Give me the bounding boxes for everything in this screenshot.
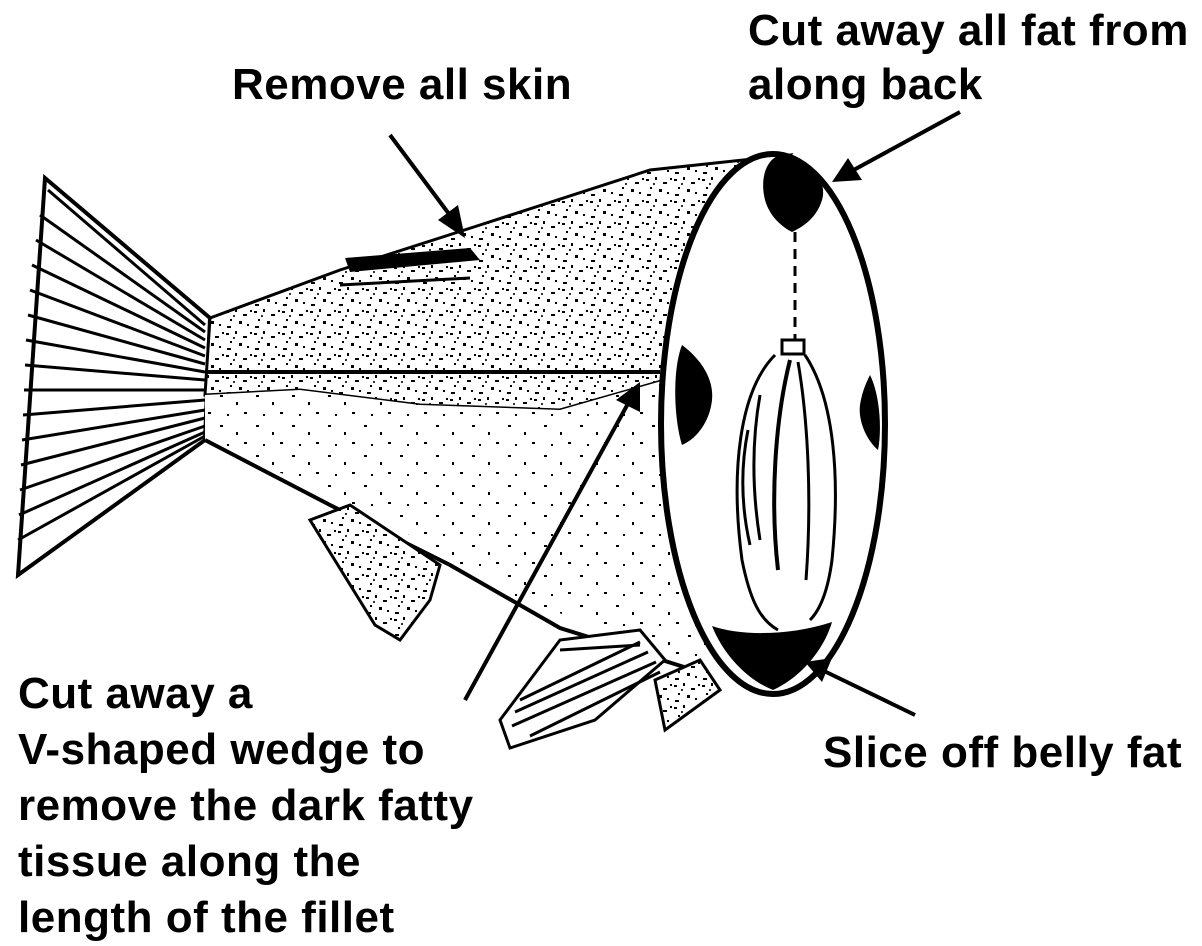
label-back-fat: Cut away all fat from along back — [748, 4, 1189, 112]
label-v-wedge-line: remove the dark fatty — [18, 778, 474, 834]
arrow-remove-skin — [390, 135, 465, 238]
tail-fin — [18, 178, 210, 575]
label-belly-fat: Slice off belly fat — [823, 726, 1182, 780]
arrow-back-fat — [832, 112, 960, 182]
label-back-fat-line: Cut away all fat from — [748, 4, 1189, 58]
label-v-wedge-line: length of the fillet — [18, 890, 474, 946]
label-v-wedge-line: Cut away a — [18, 666, 474, 722]
label-v-wedge-line: tissue along the — [18, 834, 474, 890]
fillet-cross-section — [661, 154, 885, 694]
label-back-fat-line: along back — [748, 58, 1189, 112]
label-v-wedge-line: V-shaped wedge to — [18, 722, 474, 778]
label-v-wedge: Cut away a V-shaped wedge to remove the … — [18, 666, 474, 946]
arrow-belly-fat — [805, 658, 915, 715]
label-remove-skin: Remove all skin — [232, 58, 572, 112]
